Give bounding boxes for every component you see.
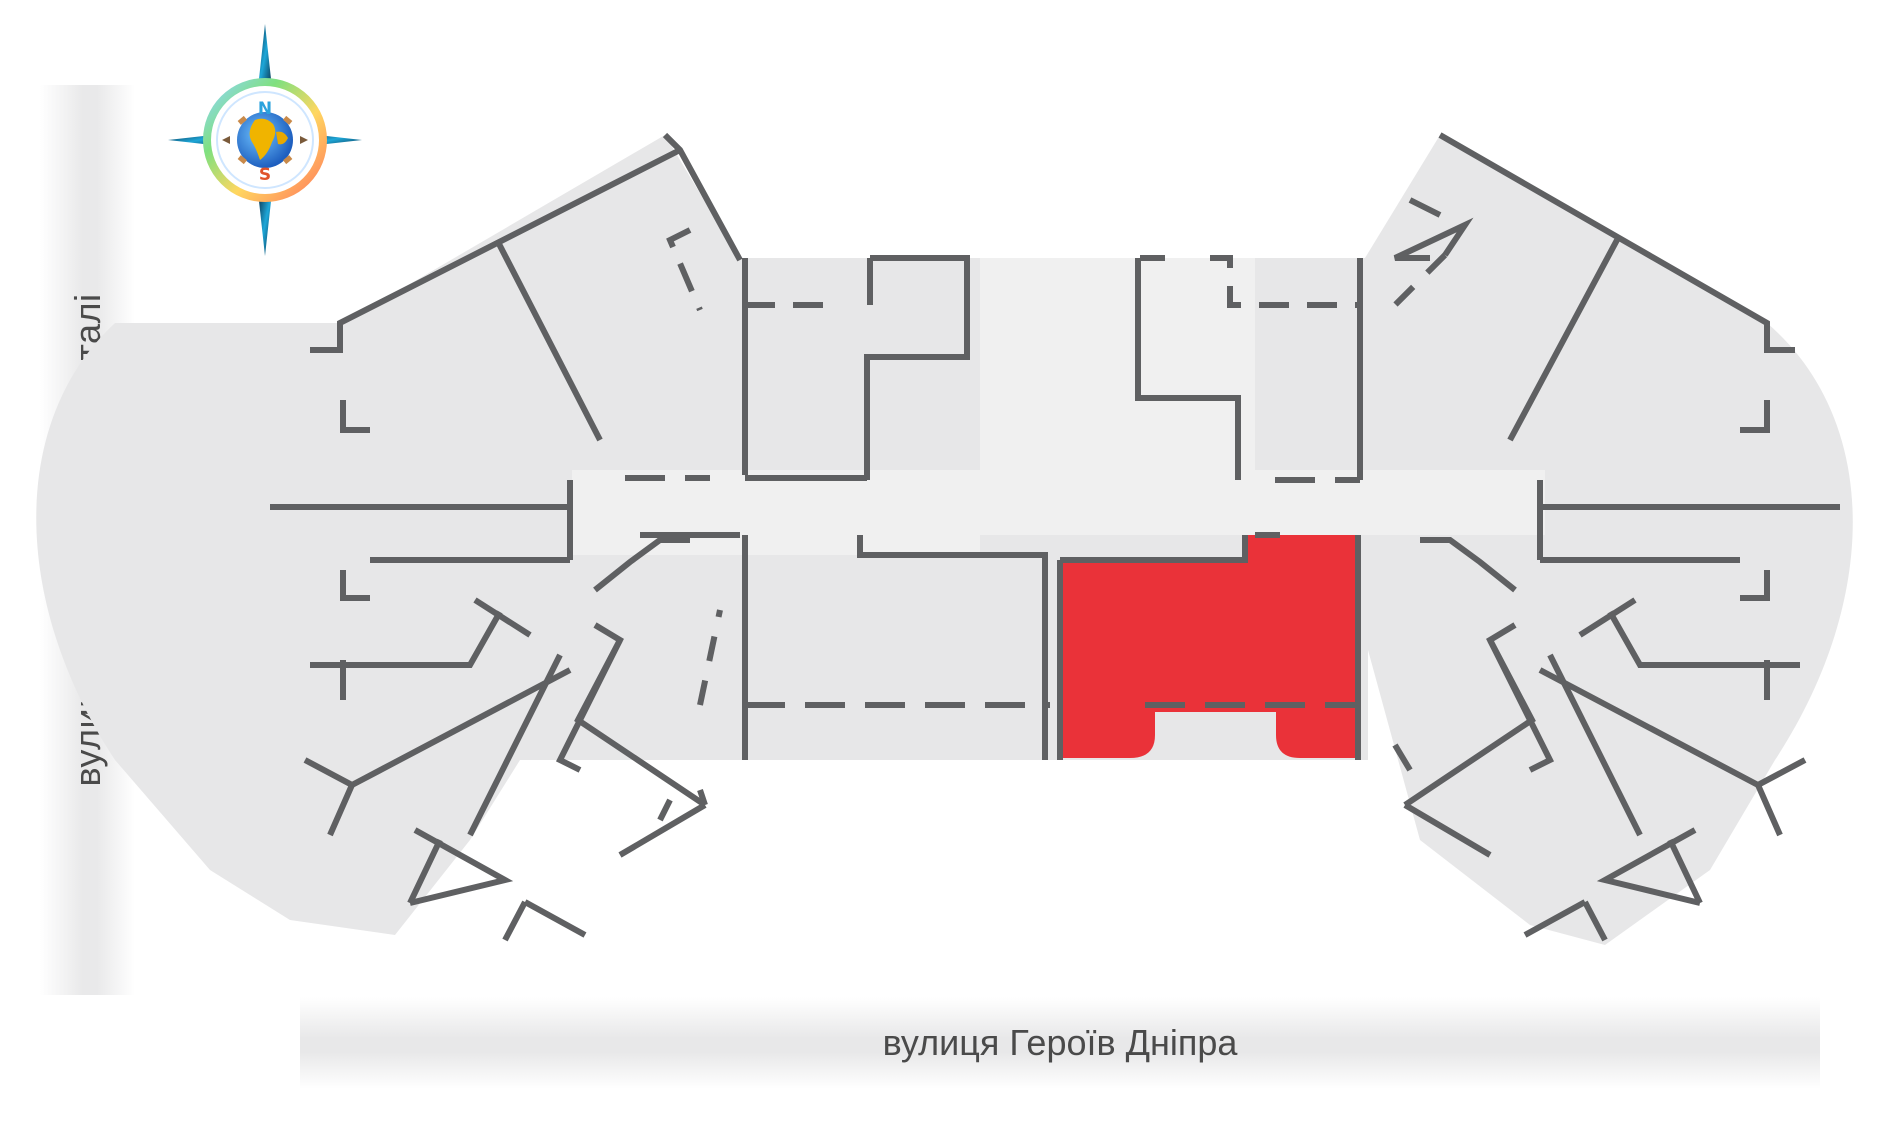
compass-rose: N S	[168, 24, 362, 256]
walls	[270, 132, 1840, 942]
compass-north-label: N	[258, 99, 272, 119]
compass-south-label: S	[259, 165, 271, 185]
globe-icon	[237, 112, 293, 168]
street-label-horizontal: вулиця Героїв Дніпра	[882, 1022, 1238, 1063]
street-heroiv-dnipra: вулиця Героїв Дніпра	[300, 997, 1820, 1089]
compass-tick-marks-icon	[222, 115, 308, 165]
